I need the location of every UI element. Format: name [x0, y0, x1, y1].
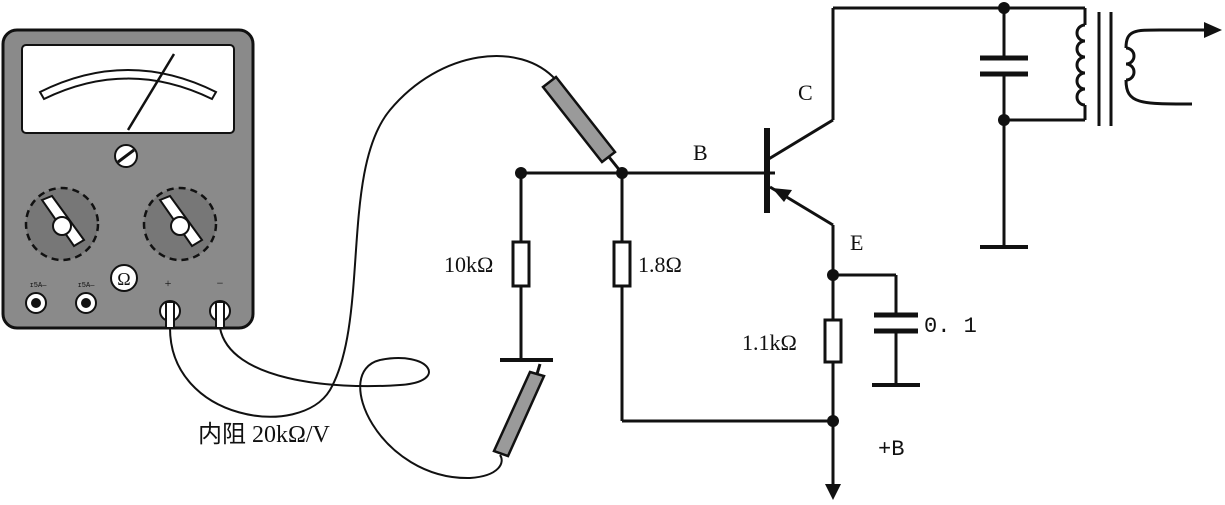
junction-dot	[827, 269, 839, 281]
junction-dot	[515, 167, 527, 179]
jack-label-1: ɪ5A—	[30, 282, 48, 290]
jack-socket-1[interactable]	[25, 292, 47, 314]
junction-dot	[616, 167, 628, 179]
multimeter: Ω ɪ5A— ɪ5A— + −	[1, 28, 255, 330]
supply-label: +B	[878, 437, 904, 462]
resistor-1-8-label: 1.8Ω	[638, 252, 682, 277]
meter-scale-arc	[38, 69, 218, 101]
meter-display	[21, 44, 235, 134]
ohm-symbol: Ω	[117, 269, 130, 289]
minus-terminal-mark: −	[217, 276, 224, 290]
output-arrow	[1204, 22, 1222, 38]
transformer-primary-coil[interactable]	[1075, 23, 1086, 107]
test-lead-minus[interactable]	[219, 327, 503, 480]
transistor	[764, 118, 834, 227]
node-c-label: C	[798, 80, 813, 105]
meter-needle	[126, 53, 176, 131]
resistor-1-1k[interactable]	[823, 318, 843, 364]
capacitor-label: 0. 1	[924, 314, 977, 339]
resistor-10k[interactable]	[511, 240, 531, 288]
resistor-10k-label: 10kΩ	[444, 252, 493, 277]
secondary-output-top	[1124, 28, 1205, 49]
jack-socket-2[interactable]	[75, 292, 97, 314]
zero-adjust-screw[interactable]	[114, 144, 138, 168]
transformer-secondary-coil[interactable]	[1125, 46, 1136, 82]
junction-dot	[998, 114, 1010, 126]
node-e-label: E	[850, 230, 863, 255]
node-b-label: B	[693, 140, 708, 165]
junction-dot	[827, 415, 839, 427]
minus-jack-socket[interactable]	[209, 300, 231, 329]
plus-jack-socket[interactable]	[159, 300, 181, 329]
resistor-1-8[interactable]	[612, 240, 632, 288]
range-selector-knob-left[interactable]	[24, 186, 100, 262]
probe-plus[interactable]	[541, 75, 623, 173]
resistor-1-1k-label: 1.1kΩ	[742, 330, 797, 355]
ohm-symbol-badge: Ω	[110, 264, 138, 292]
test-lead-plus[interactable]	[169, 55, 557, 418]
range-selector-knob-right[interactable]	[142, 186, 218, 262]
junction-dot	[998, 2, 1010, 14]
plus-terminal-mark: +	[165, 276, 172, 290]
internal-resistance-label: 内阻 20kΩ/V	[198, 421, 331, 448]
jack-label-2: ɪ5A—	[78, 282, 96, 290]
emitter-arrow	[772, 188, 792, 202]
emitter-capacitor[interactable]	[874, 312, 918, 334]
probe-minus[interactable]	[492, 363, 546, 458]
supply-arrow	[825, 484, 841, 500]
collector-lead	[766, 118, 834, 162]
secondary-output-bottom	[1124, 79, 1193, 106]
tank-capacitor[interactable]	[980, 55, 1028, 77]
